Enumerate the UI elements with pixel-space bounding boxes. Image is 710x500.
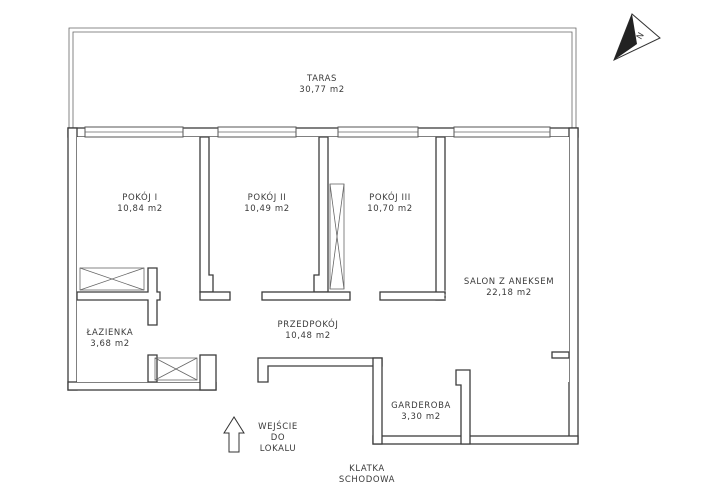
bathroom-area: 3,68 m2 [90,339,130,349]
north-arrow-icon: N [613,13,661,61]
room-2-name: POKÓJ II [248,191,287,203]
entrance-line-2: DO [271,433,285,443]
ventilation-shafts [79,183,345,381]
wardrobe-area: 3,30 m2 [401,412,441,422]
room-2-area: 10,49 m2 [244,204,290,214]
salon-name: SALON Z ANEKSEM [464,277,554,287]
entrance-arrow-icon [223,416,245,453]
room-3-area: 10,70 m2 [367,204,413,214]
terrace-area: 30,77 m2 [299,85,345,95]
entrance-line-1: WEJŚCIE [258,420,298,432]
terrace [68,27,577,128]
room-1-area: 10,84 m2 [117,204,163,214]
room-1-name: POKÓJ I [122,191,158,203]
hallway-area: 10,48 m2 [285,331,331,341]
windows [84,126,551,138]
terrace-name: TARAS [306,74,337,84]
compass-label: N [635,30,647,41]
room-3-name: POKÓJ III [369,191,411,203]
wardrobe-name: GARDEROBA [391,401,451,411]
hallway-name: PRZEDPOKÓJ [278,318,339,330]
stairwell-line-1: KLATKA [349,464,385,474]
entrance-line-3: LOKALU [260,444,297,454]
stairwell-line-2: SCHODOWA [339,475,395,485]
bathroom-name: ŁAZIENKA [86,328,134,338]
room-labels: TARAS 30,77 m2 POKÓJ I 10,84 m2 POKÓJ II… [86,74,554,485]
salon-area: 22,18 m2 [486,288,532,298]
